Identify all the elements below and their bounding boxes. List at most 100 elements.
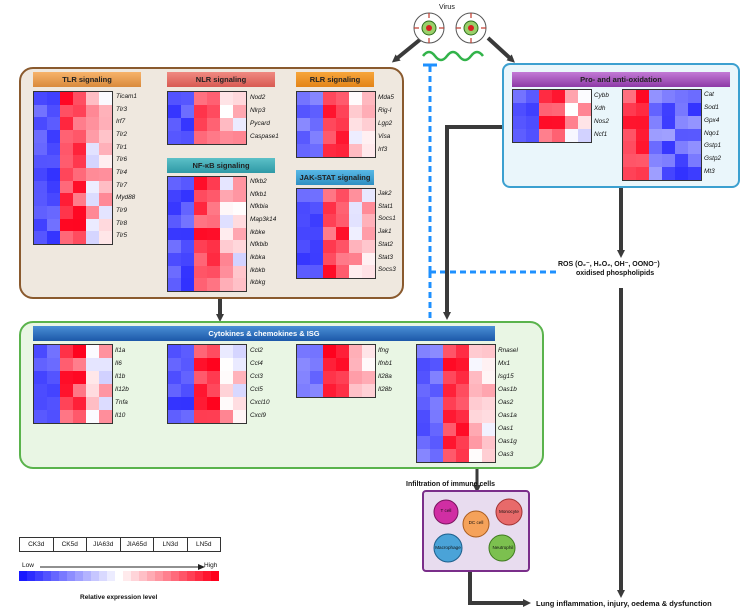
heatmap-cell [168,215,181,228]
heatmap-cell [323,265,336,278]
heatmap-cell [636,90,649,103]
heatmap-cell [310,118,323,131]
nfkb-title: NF-κB signaling [167,158,275,173]
heatmap-cell [168,240,181,253]
scale-swatch [203,571,211,581]
heatmap-cell [430,410,443,423]
heatmap-cell [552,103,565,116]
gene-label: Visa [378,133,391,140]
heatmap-cell [220,397,233,410]
heatmap-cell [456,410,469,423]
heatmap-cell [34,384,47,397]
heatmap-cell [194,118,207,131]
heatmap-cell [688,102,701,116]
heatmap-cell [336,144,349,157]
heatmap-cell [443,384,456,397]
heatmap-cell [181,384,194,397]
heatmap-cell [207,227,220,241]
gene-label: Map3k14 [250,215,277,223]
heatmap-cell [675,115,688,129]
heatmap-cell [60,92,73,105]
heatmap-cell [336,189,349,202]
heatmap-cell [233,215,246,228]
heatmap-cell [194,202,207,215]
heatmap-cell [233,384,246,397]
heatmap-cell [233,265,246,279]
heatmap-cell [220,384,233,397]
heatmap-cell [168,253,181,266]
heatmap-cell [73,231,86,244]
interleukin-heatmap [33,344,113,424]
heatmap-cell [220,131,233,144]
heatmap-cell [220,202,233,215]
heatmap-cell [47,371,60,384]
heatmap-cell [310,358,323,371]
heatmap-cell [168,397,181,410]
heatmap-cell [430,436,443,449]
scale-swatch [139,571,147,581]
heatmap-cell [233,92,246,105]
heatmap-cell [220,278,233,291]
heatmap-cell [310,371,323,384]
heatmap-cell [417,358,430,371]
gene-label: Ccl3 [250,373,263,380]
heatmap-cell [34,130,47,143]
heatmap-cell [60,218,73,232]
heatmap-cell [60,168,73,181]
heatmap-cell [336,345,349,358]
gene-label: Caspase1 [250,133,279,140]
heatmap-cell [552,129,565,142]
heatmap-cell [336,201,349,215]
heatmap-cell [362,131,375,144]
heatmap-cell [86,371,99,384]
heatmap-cell [349,371,362,384]
gene-label: Oas2 [498,399,514,406]
gene-label: Ticam1 [116,93,137,100]
gene-label: Nfkbib [250,241,269,249]
heatmap-cell [675,154,688,168]
heatmap-cell [662,115,675,129]
heatmap-cell [60,180,73,194]
heatmap-cell [99,117,112,130]
heatmap-cell [220,345,233,358]
gene-label: Il28b [378,386,392,393]
heatmap-cell [99,397,112,410]
heatmap-cell [168,227,181,241]
legend-low: Low [22,562,34,569]
heatmap-cell [323,92,336,105]
gene-label: Irf7 [116,118,126,126]
heatmap-cell [565,129,578,142]
heatmap-cell [73,410,86,423]
heatmap-cell [194,397,207,410]
heatmap-cell [47,384,60,397]
heatmap-cell [310,105,323,118]
heatmap-cell [417,345,430,358]
heatmap-cell [194,189,207,203]
heatmap-cell [662,102,675,116]
heatmap-cell [207,278,220,291]
heatmap-cell [443,345,456,358]
heatmap-cell [86,206,99,219]
heatmap-cell [336,265,349,278]
heatmap-cell [297,371,310,384]
heatmap-cell [168,358,181,371]
heatmap-cell [649,141,662,155]
heatmap-cell [233,227,246,241]
ros-label-2: oxidised phospholipids [576,270,655,277]
heatmap-cell [194,371,207,384]
heatmap-cell [482,410,495,423]
heatmap-cell [623,128,636,142]
heatmap-cell [233,177,246,190]
heatmap-cell [649,115,662,129]
heatmap-cell [469,384,482,397]
heatmap-cell [207,410,220,423]
heatmap-cell [336,227,349,240]
heatmap-cell [34,180,47,194]
heatmap-cell [513,103,526,116]
heatmap-cell [99,206,112,219]
heatmap-cell [565,103,578,116]
antioxidant-heatmap [622,89,702,181]
heatmap-cell [552,116,565,129]
heatmap-cell [362,227,375,240]
heatmap-cell [99,155,112,168]
